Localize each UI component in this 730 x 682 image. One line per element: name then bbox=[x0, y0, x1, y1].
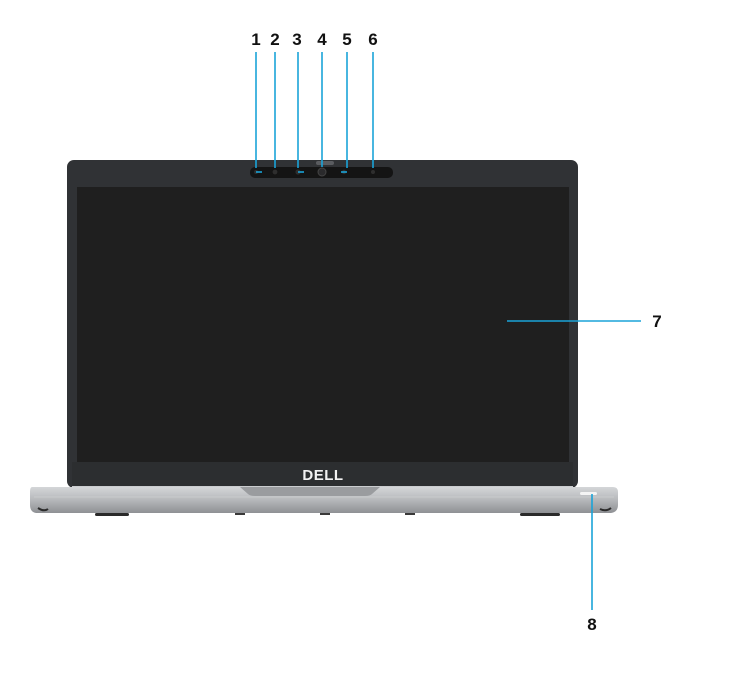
foot-center-1 bbox=[235, 513, 245, 515]
display-chin bbox=[72, 462, 573, 486]
base-front-lip bbox=[240, 487, 380, 496]
callout-number-2: 2 bbox=[270, 30, 279, 49]
callout-number-4: 4 bbox=[317, 30, 327, 49]
base-deck bbox=[30, 487, 618, 513]
callout-number-6: 6 bbox=[368, 30, 377, 49]
laptop-base bbox=[30, 486, 618, 516]
microphone-right-icon bbox=[371, 170, 375, 174]
camera-lens-icon bbox=[317, 167, 327, 177]
base-right-corner bbox=[599, 507, 612, 512]
ir-emitter-left-icon bbox=[272, 169, 278, 175]
callout-number-3: 3 bbox=[292, 30, 301, 49]
callout-number-7: 7 bbox=[652, 312, 661, 331]
foot-right bbox=[520, 513, 560, 516]
foot-center-2 bbox=[320, 513, 330, 515]
callout-lines bbox=[255, 52, 641, 610]
foot-center-3 bbox=[405, 513, 415, 515]
callout-number-1: 1 bbox=[251, 30, 260, 49]
base-left-corner bbox=[37, 507, 49, 512]
camera-shutter-slider bbox=[316, 161, 334, 165]
callout-numbers: 1 2 3 4 5 6 7 8 bbox=[251, 30, 661, 634]
power-status-led bbox=[580, 492, 597, 495]
display-lid bbox=[67, 160, 578, 488]
callout-number-8: 8 bbox=[587, 615, 596, 634]
dell-logo: DELL bbox=[302, 467, 343, 484]
callout-number-5: 5 bbox=[342, 30, 351, 49]
camera-sensor-strip bbox=[250, 161, 393, 178]
display-screen bbox=[77, 187, 569, 462]
foot-left bbox=[95, 513, 129, 516]
